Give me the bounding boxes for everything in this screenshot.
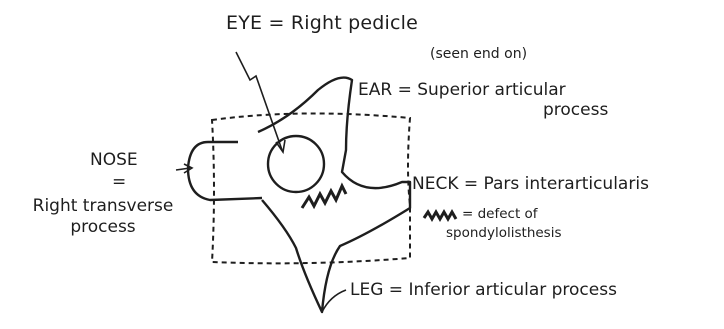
defect-legend-label-line2: spondylolisthesis xyxy=(446,226,562,240)
eye-pedicle-circle xyxy=(268,136,324,192)
nose-definition-line2: process xyxy=(8,219,198,237)
nose-definition-line1: Right transverse xyxy=(8,198,198,216)
defect-legend-label: = defect of xyxy=(462,207,538,221)
seen-end-on-note: (seen end on) xyxy=(430,47,527,62)
eye-leader-arrow xyxy=(236,52,282,150)
ear-label-continuation: process xyxy=(543,102,608,120)
nose-transverse-process-outline xyxy=(188,142,262,200)
nose-label: NOSE xyxy=(90,152,138,170)
leg-leader-line xyxy=(322,290,346,312)
defect-legend-zigzag xyxy=(424,212,456,219)
ear-label: EAR = Superior articular xyxy=(358,82,566,100)
neck-label: NECK = Pars interarticularis xyxy=(412,176,649,194)
leg-label: LEG = Inferior articular process xyxy=(350,282,617,300)
eye-label: EYE = Right pedicle xyxy=(226,14,418,34)
nose-equals-sign: = xyxy=(112,174,126,192)
